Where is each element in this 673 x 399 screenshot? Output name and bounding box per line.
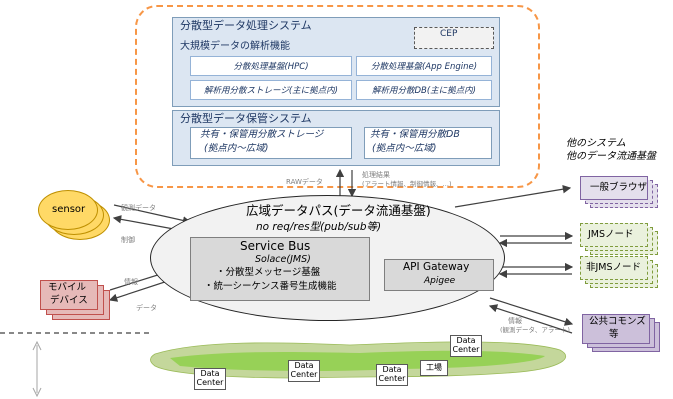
analysis-db-cell: 解析用分散DB(主に拠点内) — [356, 80, 492, 100]
datacenter-3-line2: Center — [378, 374, 406, 383]
shared-storage-cell — [190, 127, 352, 159]
analysis-storage-cell: 解析用分散ストレージ(主に拠点内) — [190, 80, 352, 100]
shared-storage-line1: 共有・保管用分散ストレージ — [200, 129, 324, 140]
app-engine-cell: 分散処理基盤(App Engine) — [356, 56, 492, 76]
processing-system-title: 分散型データ処理システム — [180, 19, 312, 32]
api-gateway-box — [384, 259, 494, 291]
data-left-label: データ — [136, 304, 157, 312]
datacenter-2-line1: Data — [294, 361, 314, 371]
service-bus-subtitle: Solace(JMS) — [255, 254, 311, 265]
datacenter-4-line2: Center — [452, 345, 480, 354]
service-bus-line2: ・統一シーケンス番号生成機能 — [204, 281, 337, 292]
mobile-card — [40, 280, 98, 310]
commons-label-line2: 等 — [609, 329, 619, 340]
info-right-sub-label: (観測データ、アラート) — [500, 326, 570, 334]
shared-storage-line2: (拠点内～広域) — [204, 143, 269, 154]
result-sub-label: (アラート情報、制御情報、…) — [362, 180, 452, 188]
datacenter-2-line2: Center — [290, 370, 318, 379]
datacenter-3-line1: Data — [382, 365, 402, 375]
datacenter-3: Data Center — [376, 364, 408, 386]
service-bus-title: Service Bus — [240, 239, 311, 253]
jms-label: JMSノード — [588, 229, 634, 240]
factory-box: 工場 — [420, 360, 448, 376]
other-systems-header-1: 他のシステム — [566, 138, 626, 149]
shared-db-cell — [364, 127, 492, 159]
jms-card — [580, 223, 648, 247]
commons-card — [582, 314, 650, 344]
datacenter-2: Data Center — [288, 360, 320, 382]
raw-data-label: RAWデータ — [286, 178, 323, 186]
data-bus-title: 広域データパス(データ流通基盤) — [246, 203, 431, 218]
info-left-label: 情報 — [124, 278, 138, 286]
datacenter-4: Data Center — [450, 335, 482, 357]
other-systems-header-2: 他のデータ流通基盤 — [566, 151, 656, 162]
data-bus-subtitle: no req/res型(pub/sub等) — [256, 221, 382, 233]
service-bus-line1: ・分散型メッセージ基盤 — [216, 267, 321, 278]
mobile-label-line2: デバイス — [50, 295, 88, 306]
browser-label: 一般ブラウザ — [590, 182, 648, 193]
sensor-circle — [38, 190, 98, 230]
observe-data-label: 観測データ — [121, 204, 156, 212]
info-right-label: 情報 — [508, 317, 522, 325]
shared-db-line2: (拠点内～広域) — [372, 143, 437, 154]
datacenter-1: Data Center — [194, 368, 226, 390]
nonjms-card — [580, 256, 648, 280]
datacenter-4-line1: Data — [456, 336, 476, 346]
storage-system-title: 分散型データ保管システム — [180, 112, 312, 125]
api-gateway-subtitle: Apigee — [424, 276, 456, 286]
commons-label-line1: 公共コモンズ — [589, 316, 646, 327]
service-bus-box — [190, 237, 370, 301]
processing-storage-region — [135, 5, 540, 188]
factory-label: 工場 — [426, 362, 442, 372]
datacenter-1-line1: Data — [200, 369, 220, 379]
cep-box — [414, 27, 494, 49]
analysis-title: 大規模データの解析機能 — [180, 41, 290, 52]
datacenter-1-line2: Center — [196, 378, 224, 387]
nonjms-label: 非JMSノード — [586, 262, 642, 273]
api-gateway-title: API Gateway — [403, 261, 470, 273]
cep-label: CEP — [440, 29, 458, 39]
browser-card — [580, 176, 648, 200]
sensor-label: sensor — [52, 204, 86, 215]
mobile-label-line1: モバイル — [48, 282, 87, 293]
shared-db-line1: 共有・保管用分散DB — [370, 129, 460, 140]
control-label: 制御 — [121, 236, 135, 244]
hpc-cell: 分散処理基盤(HPC) — [190, 56, 352, 76]
result-label: 処理結果 — [362, 171, 390, 179]
